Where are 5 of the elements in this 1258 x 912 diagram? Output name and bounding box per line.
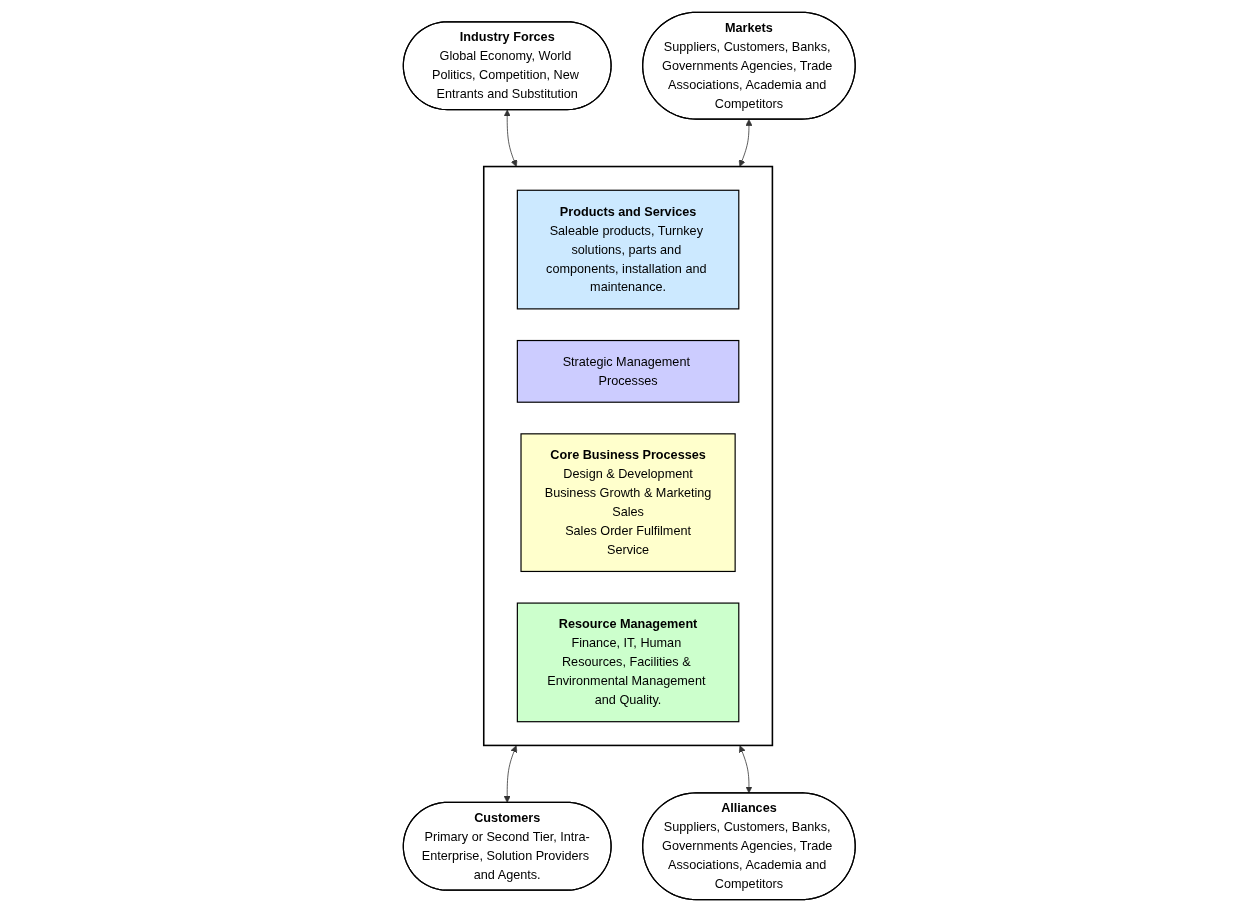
node-box: Strategic Management Processes [516,339,740,403]
cluster [482,165,773,747]
node-box: Resource Management Finance, IT, Human Resources, Facilities & Environmental Management and Quality. [516,602,740,723]
node-box: Core Business Processes Design & Development Business Growth & Marketing Sales Sales Order Fulfilment Service [520,433,736,573]
node-box: Products and Services Saleable products, Turnkey solutions, parts and components, installation and maintenance. [516,189,740,310]
